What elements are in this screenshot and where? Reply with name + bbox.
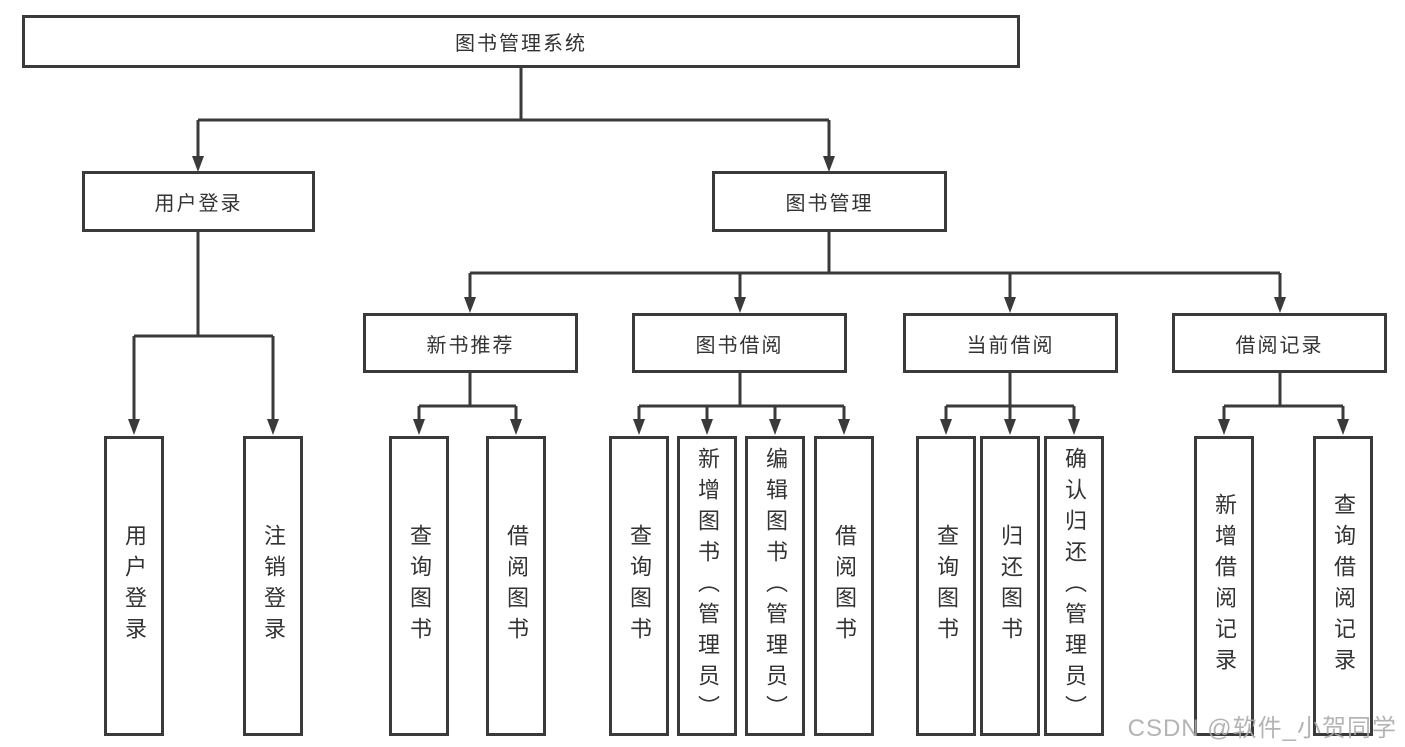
arrowhead-icon [838,419,850,435]
connector-borrow-records-to-leaves [1222,373,1345,421]
node-borrow-records-label: 借阅记录 [1235,334,1324,357]
connector-book-mgmt-to-level3 [468,232,1282,299]
leaf-bb-add-book-admin: 新增图书（管理员） [677,436,737,736]
leaf-br-add-record-label: 新增借阅记录 [1212,493,1237,679]
arrowhead-icon [769,419,781,435]
leaf-user-login-label: 用户登录 [122,524,147,648]
leaf-cb-query-book: 查询图书 [916,436,976,736]
arrowhead-icon [940,419,952,435]
leaf-cb-query-book-label: 查询图书 [934,524,959,648]
arrowhead-icon [701,419,713,435]
arrowhead-icon [1004,419,1016,435]
arrowhead-icon [464,297,476,313]
arrowhead-icon [1218,419,1230,435]
arrowhead-icon [633,419,645,435]
leaf-cb-return-book: 归还图书 [980,436,1040,736]
leaf-bb-edit-book-admin: 编辑图书（管理员） [745,436,805,736]
arrowhead-icon [1337,419,1349,435]
arrowhead-icon [1068,419,1080,435]
arrowhead-icon [1274,297,1286,313]
leaf-bb-query-book-label: 查询图书 [627,524,652,648]
leaf-bb-add-book-admin-label: 新增图书（管理员） [695,446,720,726]
leaf-bb-borrow-book-label: 借阅图书 [832,524,857,648]
leaf-bb-query-book: 查询图书 [609,436,669,736]
node-root: 图书管理系统 [22,15,1020,68]
arrowhead-icon [734,297,746,313]
connector-new-book-rec-to-leaves [417,373,518,421]
node-book-borrow: 图书借阅 [632,313,847,373]
leaf-user-login: 用户登录 [104,436,164,736]
node-current-borrow-label: 当前借阅 [966,334,1055,357]
node-new-book-rec: 新书推荐 [363,313,578,373]
node-root-label: 图书管理系统 [455,33,587,55]
node-book-mgmt: 图书管理 [712,171,947,232]
arrowhead-icon [192,156,204,172]
arrowhead-icon [128,419,140,435]
node-book-mgmt-label: 图书管理 [785,193,874,215]
leaf-br-add-record: 新增借阅记录 [1194,436,1254,736]
connector-current-borrow-to-leaves [944,373,1076,421]
arrowhead-icon [1004,297,1016,313]
leaf-cb-return-book-label: 归还图书 [998,524,1023,648]
leaf-logout-label: 注销登录 [261,524,286,648]
node-borrow-records: 借阅记录 [1172,313,1387,373]
node-user-login: 用户登录 [82,171,315,232]
leaf-cb-confirm-return-admin: 确认归还（管理员） [1044,436,1104,736]
node-current-borrow: 当前借阅 [903,313,1118,373]
node-book-borrow-label: 图书借阅 [695,334,784,357]
leaf-nbr-query-book-label: 查询图书 [407,524,432,648]
leaf-nbr-borrow-book: 借阅图书 [486,436,546,736]
connector-root-to-level2 [196,68,831,158]
leaf-bb-edit-book-admin-label: 编辑图书（管理员） [763,446,788,726]
watermark-text: CSDN @软件_小贺同学 [1127,715,1397,742]
leaf-br-query-record: 查询借阅记录 [1313,436,1373,736]
leaf-nbr-query-book: 查询图书 [389,436,449,736]
arrowhead-icon [267,419,279,435]
leaf-bb-borrow-book: 借阅图书 [814,436,874,736]
arrowhead-icon [510,419,522,435]
node-user-login-label: 用户登录 [154,193,243,215]
connector-book-borrow-to-leaves [637,373,846,421]
leaf-cb-confirm-return-admin-label: 确认归还（管理员） [1062,446,1087,726]
connector-user-login-to-leaves [132,232,275,421]
leaf-br-query-record-label: 查询借阅记录 [1331,493,1356,679]
node-new-book-rec-label: 新书推荐 [426,334,515,357]
leaf-logout: 注销登录 [243,436,303,736]
arrowhead-icon [413,419,425,435]
arrowhead-icon [823,156,835,172]
leaf-nbr-borrow-book-label: 借阅图书 [504,524,529,648]
